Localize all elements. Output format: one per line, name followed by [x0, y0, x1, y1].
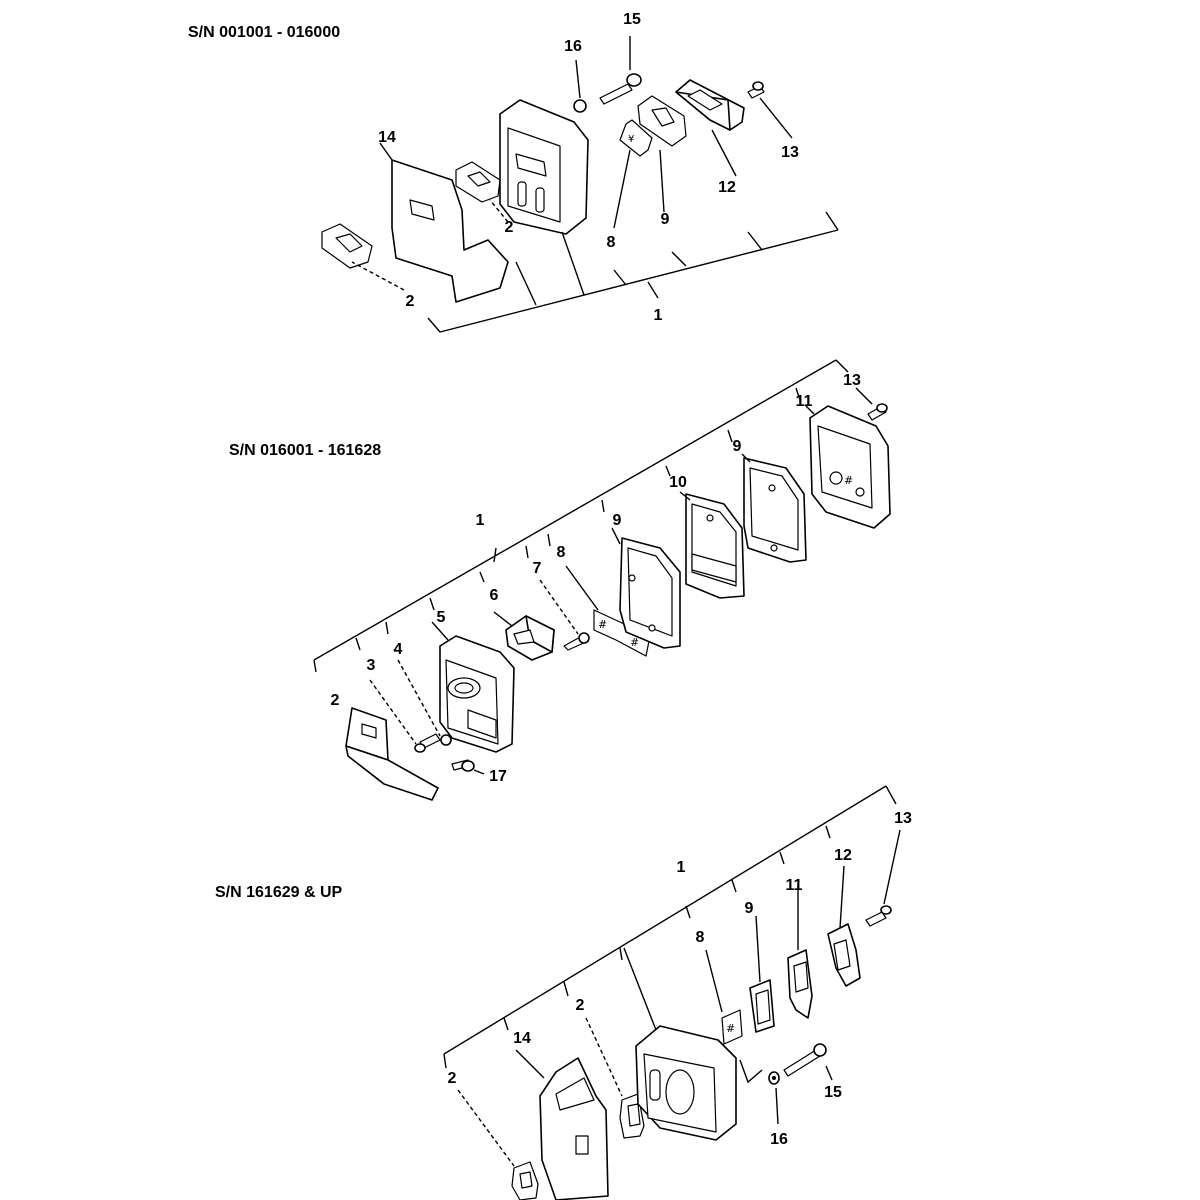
callout-label: 14 [513, 1030, 531, 1047]
heat-shield-part [345, 707, 439, 801]
callout-label: 8 [696, 929, 705, 946]
callout-label: 11 [786, 877, 803, 894]
washer-part [768, 1071, 780, 1085]
callout-label: 7 [533, 560, 542, 577]
exhaust-cover-part [827, 923, 861, 987]
gasket-part [637, 95, 687, 147]
callout-label: 10 [669, 474, 687, 491]
muffler-body-part [439, 635, 515, 753]
section-3-leaders [443, 785, 901, 1167]
nut-part [573, 99, 587, 113]
callout-label: 9 [733, 438, 742, 455]
callout-label: 1 [476, 512, 485, 529]
svg-text:#: # [630, 636, 639, 649]
gasket-part [321, 223, 373, 269]
screw-part [599, 73, 642, 105]
gasket-part [455, 161, 501, 203]
callout-label: 2 [406, 293, 415, 310]
gasket-part [685, 493, 745, 599]
screen-part: ¥ [619, 119, 653, 157]
callout-label: 12 [718, 179, 736, 196]
spark-arrestor-part [505, 615, 555, 661]
callout-label: 9 [745, 900, 754, 917]
small-screw-part [865, 905, 892, 927]
svg-text:#: # [844, 474, 853, 487]
callout-label: 16 [564, 38, 582, 55]
gasket-part [619, 537, 681, 649]
screw-part [414, 733, 441, 753]
callout-label: 2 [576, 997, 585, 1014]
deflector-part [787, 949, 813, 1019]
callout-label: 11 [796, 393, 813, 410]
callout-label: 17 [489, 768, 507, 785]
callout-label: 16 [770, 1131, 788, 1148]
section-2-title: S/N 016001 - 161628 [229, 442, 381, 459]
screen-part: # [721, 1009, 743, 1045]
screw-part [563, 632, 590, 651]
exhaust-cover-part [675, 79, 745, 131]
section-2-leaders [313, 359, 873, 775]
callout-label: 15 [623, 11, 641, 28]
callout-label: 13 [843, 372, 861, 389]
callout-label: 12 [834, 847, 852, 864]
heat-shield-part [391, 159, 509, 303]
small-screw-part [867, 403, 888, 421]
callout-label: 9 [661, 211, 670, 228]
svg-text:¥: ¥ [628, 134, 634, 145]
muffler-cover-part: # [809, 405, 891, 529]
callout-label: 14 [378, 129, 396, 146]
muffler-body-part [635, 1025, 737, 1141]
section-3-title: S/N 161629 & UP [215, 884, 343, 901]
callout-label: 5 [437, 609, 446, 626]
callout-label: 15 [824, 1084, 842, 1101]
callout-label: 1 [654, 307, 663, 324]
svg-text:#: # [598, 618, 607, 631]
callout-label: 9 [613, 512, 622, 529]
callout-label: 2 [448, 1070, 457, 1087]
screw-part [783, 1043, 827, 1077]
callout-label: 8 [607, 234, 616, 251]
callout-label: 6 [490, 587, 499, 604]
washer-part [440, 734, 452, 746]
muffler-body-part [499, 99, 589, 235]
section-1: S/N 001001 - 016000 ¥ [188, 11, 839, 333]
callout-label: 4 [394, 641, 403, 658]
callout-label: 2 [331, 692, 340, 709]
callout-label: 13 [781, 144, 799, 161]
callout-label: 1 [677, 859, 686, 876]
svg-text:#: # [726, 1022, 735, 1035]
gasket-part [743, 457, 807, 563]
callout-label: 2 [505, 219, 514, 236]
section-1-title: S/N 001001 - 016000 [188, 24, 340, 41]
callout-label: 8 [557, 544, 566, 561]
small-screw-part [747, 81, 765, 99]
callout-label: 3 [367, 657, 376, 674]
heat-shield-part [539, 1057, 609, 1200]
gasket-part [511, 1161, 539, 1200]
section-2: S/N 016001 - 161628 [229, 359, 891, 801]
screw-part [451, 759, 475, 772]
callout-label: 13 [894, 810, 912, 827]
section-1-leaders [351, 36, 839, 333]
section-3: S/N 161629 & UP # [215, 785, 912, 1200]
gasket-part [749, 979, 775, 1033]
